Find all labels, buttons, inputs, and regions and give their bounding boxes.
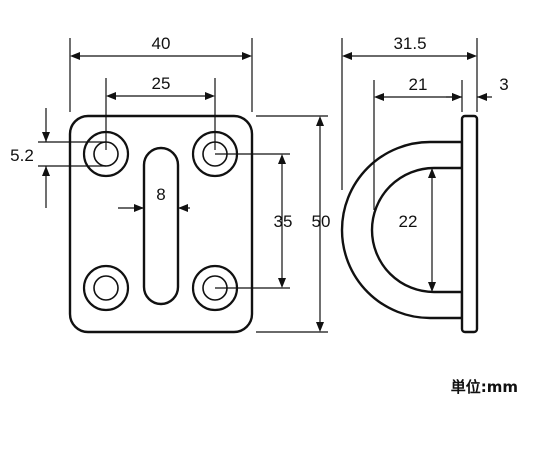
dim-plate-width: 40 — [69, 34, 253, 112]
dim-plate-height: 50 — [256, 115, 331, 333]
dim-loop-inner-height-label: 22 — [399, 212, 418, 231]
dim-loop-depth-label: 21 — [409, 75, 428, 94]
dim-hole-spacing-vertical: 35 — [215, 153, 293, 289]
unit-label: 単位:mm — [451, 378, 518, 396]
dim-hole-diameter: 5.2 — [10, 108, 106, 208]
dim-slot-width: 8 — [118, 185, 190, 212]
dim-hole-spacing-horizontal: 25 — [105, 74, 216, 150]
front-view: 40 25 5.2 8 — [10, 34, 331, 334]
dim-overall-depth-label: 31.5 — [393, 34, 426, 53]
dim-hole-spacing-vertical-label: 35 — [274, 212, 293, 231]
mounting-hole-bottom-left — [82, 264, 130, 312]
dim-overall-depth: 31.5 — [341, 34, 478, 190]
dim-hole-spacing-horizontal-label: 25 — [152, 74, 171, 93]
dim-plate-thickness: 3 — [446, 75, 509, 101]
dim-hole-diameter-label: 5.2 — [10, 146, 34, 165]
center-slot — [142, 146, 180, 306]
side-view: 31.5 21 3 22 — [340, 34, 509, 334]
dim-plate-height-label: 50 — [312, 212, 331, 231]
dim-slot-width-label: 8 — [156, 185, 165, 204]
dim-plate-width-label: 40 — [152, 34, 171, 53]
dim-loop-inner-height: 22 — [399, 168, 436, 292]
side-plate — [460, 114, 479, 334]
eye-loop — [340, 140, 464, 320]
dim-plate-thickness-label: 3 — [499, 75, 508, 94]
